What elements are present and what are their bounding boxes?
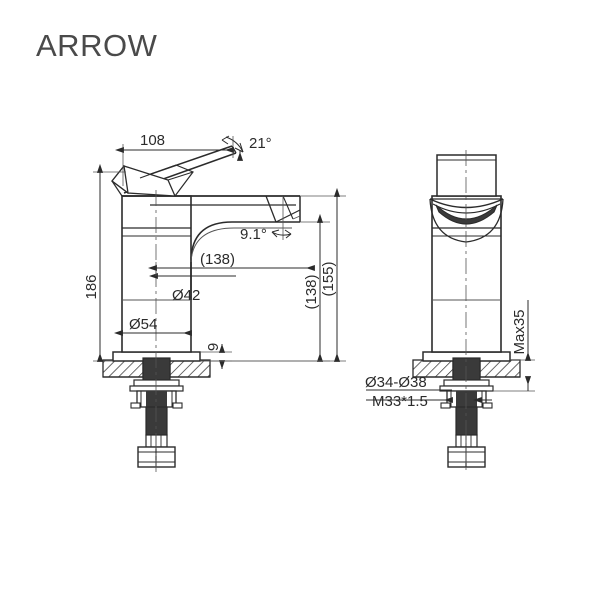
dimension-total-height: (155)	[210, 187, 346, 362]
dim-186: 186	[83, 274, 100, 299]
front-view	[412, 150, 521, 472]
dim-diameter-42: Ø42	[172, 287, 200, 304]
dim-diameter-54: Ø54	[129, 316, 157, 333]
lever-handle	[111, 145, 237, 197]
dim-9-1-deg: 9.1°	[240, 226, 267, 243]
dim-108: 108	[140, 132, 165, 149]
dimension-overall-height: 186	[83, 163, 126, 362]
dimension-handle-width: 108	[114, 132, 234, 186]
dim-max35: Max35	[511, 309, 528, 354]
dimension-spout-reach: (138)	[147, 251, 315, 276]
dimension-body-diameter: Ø42	[148, 272, 236, 304]
dim-reach-138: (138)	[200, 251, 235, 268]
side-view	[102, 145, 301, 472]
dimension-deck-thickness: Max35	[493, 300, 535, 392]
dim-9: 9	[205, 343, 222, 351]
dimension-base-diameter: Ø54	[113, 316, 192, 337]
dimension-spout-angle: 9.1°	[240, 196, 292, 243]
brand-title: ARROW	[36, 28, 158, 63]
dim-thread-spec: M33*1.5	[372, 393, 428, 410]
dimension-handle-angle: 21°	[221, 135, 272, 161]
mounting-hardware	[129, 357, 184, 468]
countertop-section-front	[412, 359, 521, 378]
dim-height-138: (138)	[303, 274, 320, 309]
dim-155: (155)	[320, 261, 337, 296]
dim-hole-diameter: Ø34-Ø38	[365, 374, 427, 391]
dimension-hole-and-thread: Ø34-Ø38 M33*1.5	[365, 374, 492, 410]
mounting-hardware-front	[439, 357, 494, 468]
spout	[122, 195, 301, 300]
cartridge-cap-front	[436, 154, 497, 197]
dim-21-deg: 21°	[249, 135, 272, 152]
